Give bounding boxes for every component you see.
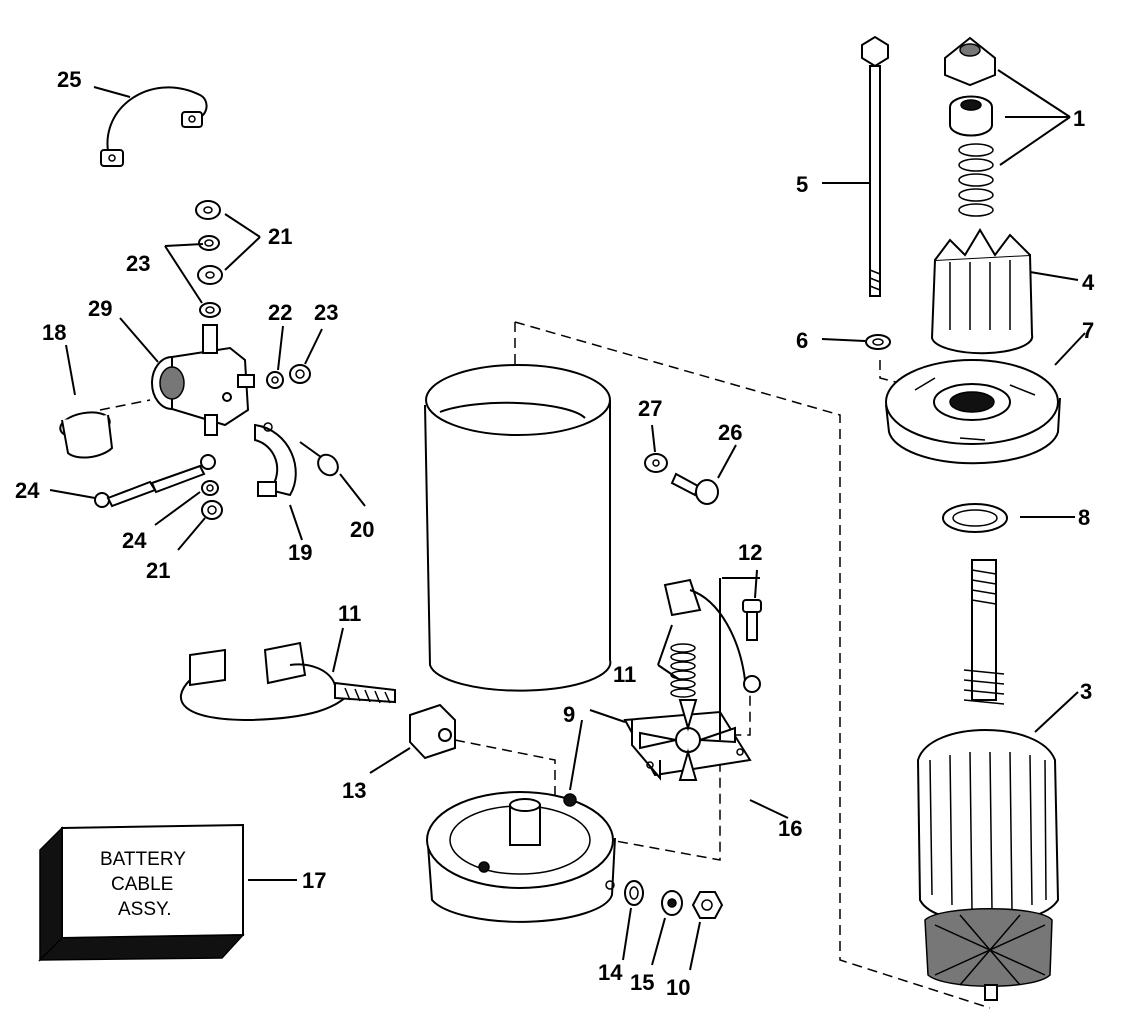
part-14-washer <box>624 880 644 906</box>
part-8-washer <box>942 503 1008 533</box>
part-11-brush-lead-left <box>179 641 396 722</box>
label-21-bottom: 21 <box>146 558 170 583</box>
part-10-nut <box>691 891 724 919</box>
part-16-brush-holder <box>623 699 752 781</box>
callout-labels: 25 1 5 4 6 7 8 3 12 9 11 11 13 16 17 14 … <box>15 67 1095 1000</box>
label-27: 25 <box>57 67 81 92</box>
label-15: 15 <box>630 970 654 995</box>
label-9: 9 <box>563 702 575 727</box>
label-8: 8 <box>1078 505 1090 530</box>
label-23: 23 <box>314 300 338 325</box>
part-19-bracket <box>254 422 297 497</box>
label-13: 13 <box>342 778 366 803</box>
label-7: 7 <box>1082 318 1094 343</box>
label-28: 27 <box>638 396 662 421</box>
label-29: 29 <box>88 296 112 321</box>
part-27-ground-cable <box>100 86 208 167</box>
label-17: 17 <box>302 868 326 893</box>
part-3-armature <box>916 559 1060 1001</box>
label-4: 4 <box>1082 270 1095 295</box>
label-19: 19 <box>288 540 312 565</box>
label-1: 1 <box>1073 106 1085 131</box>
label-24-bottom: 24 <box>122 528 147 553</box>
battery-box-line-2: CABLE <box>111 874 173 895</box>
part-frame-cylinder <box>424 364 612 692</box>
label-20: 20 <box>350 517 374 542</box>
label-5: 5 <box>796 172 808 197</box>
part-15-washer <box>661 890 683 916</box>
part-7-end-plate <box>885 359 1061 465</box>
part-26-bolt <box>670 472 719 505</box>
label-14: 14 <box>598 960 623 985</box>
part-28-washer <box>644 453 668 473</box>
part-18-sleeve <box>59 411 114 459</box>
label-12: 12 <box>738 540 762 565</box>
label-3: 3 <box>1080 679 1092 704</box>
label-11-right: 11 <box>613 662 636 687</box>
part-25-cable-lead <box>94 454 216 508</box>
part-20-screw <box>299 441 339 477</box>
label-18: 18 <box>42 320 66 345</box>
label-6: 6 <box>796 328 808 353</box>
part-12-screw <box>742 599 762 641</box>
part-21-24-nuts-washers-top <box>195 200 223 318</box>
label-25: 24 <box>15 478 40 503</box>
part-5-through-bolt <box>861 35 889 297</box>
part-11-brush-right <box>663 578 761 698</box>
part-end-cap <box>426 791 616 923</box>
part-21-24-nuts-washers-bottom <box>201 480 223 520</box>
label-26: 26 <box>718 420 742 445</box>
part-13-clip <box>409 703 456 760</box>
leader-lines <box>49 69 1086 971</box>
label-16: 16 <box>778 816 802 841</box>
battery-box-line-1: BATTERY <box>100 849 186 870</box>
label-22: 22 <box>268 300 292 325</box>
label-24-top: 23 <box>126 251 150 276</box>
part-22-23-washer-nut <box>266 364 311 389</box>
label-10: 10 <box>666 975 690 1000</box>
part-17-battery-cable-box: BATTERY CABLE ASSY. <box>38 823 245 962</box>
part-6-washer <box>865 334 891 350</box>
battery-box-line-3: ASSY. <box>118 899 172 920</box>
part-4-drive-pinion <box>930 228 1034 355</box>
label-21-top: 21 <box>268 224 292 249</box>
part-29-solenoid <box>151 324 255 436</box>
label-11-left: 11 <box>338 601 361 626</box>
part-1-nut-spacer-spring <box>944 36 996 217</box>
